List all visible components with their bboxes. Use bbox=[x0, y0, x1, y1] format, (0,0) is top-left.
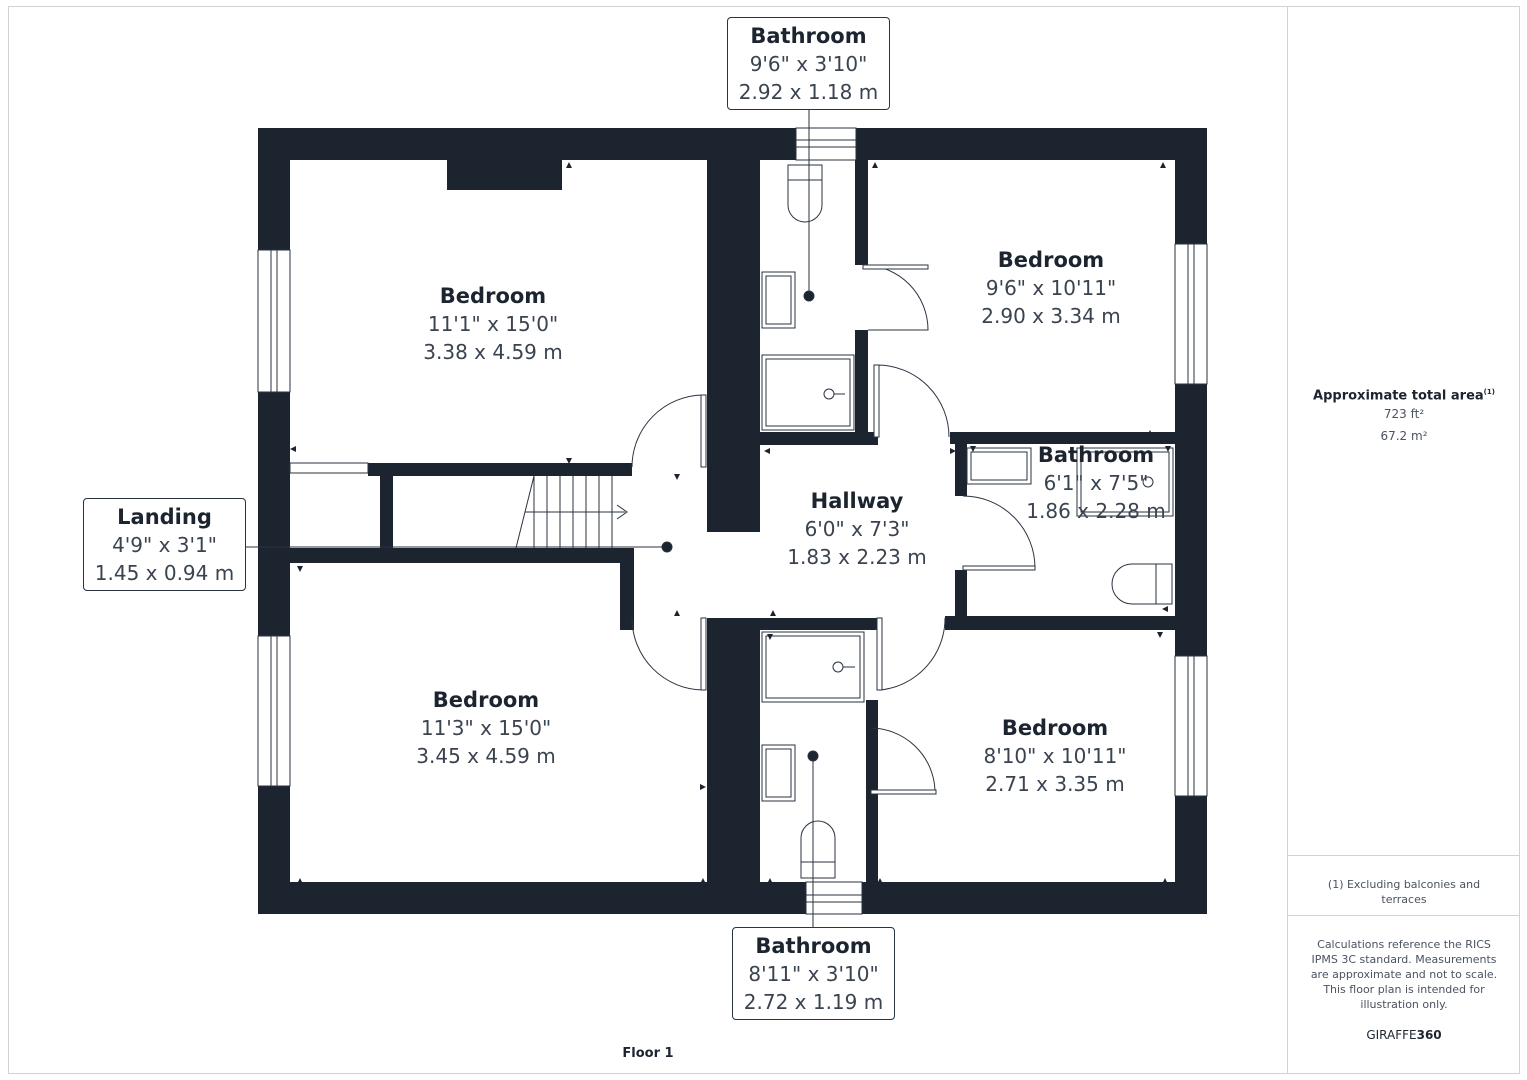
wall-bottom bbox=[258, 882, 1207, 914]
room-bedroom-bottom-right: Bedroom 8'10" x 10'11" 2.71 x 3.35 m bbox=[983, 714, 1126, 798]
dimension-markers bbox=[246, 110, 819, 928]
stairs-arrow bbox=[525, 504, 628, 520]
callout-bathroom-top: Bathroom 9'6" x 3'10" 2.92 x 1.18 m bbox=[727, 17, 890, 110]
callout-name: Bathroom bbox=[750, 24, 867, 48]
window bbox=[805, 881, 863, 915]
doors bbox=[631, 264, 1036, 795]
window bbox=[1174, 655, 1208, 797]
area-sqft: 723 ft² bbox=[1383, 407, 1425, 422]
room-imperial: 6'0" x 7'3" bbox=[804, 517, 910, 541]
partition-wall bbox=[955, 570, 967, 618]
brand-logo: GIRAFFE360 bbox=[1295, 1028, 1513, 1042]
area-note-marker: (1) bbox=[1483, 388, 1495, 396]
chimney-breast bbox=[447, 160, 562, 190]
room-metric: 3.45 x 4.59 m bbox=[416, 744, 556, 768]
window bbox=[257, 249, 291, 393]
window bbox=[1174, 243, 1208, 385]
area-title-text: Approximate total area bbox=[1313, 388, 1484, 404]
room-metric: 2.90 x 3.34 m bbox=[981, 304, 1121, 328]
room-imperial: 11'3" x 15'0" bbox=[420, 716, 552, 740]
floor-label: Floor 1 bbox=[622, 1046, 674, 1061]
room-metric: 3.38 x 4.59 m bbox=[423, 340, 563, 364]
callout-name: Bathroom bbox=[755, 934, 872, 958]
partition-wall bbox=[290, 548, 632, 563]
partition-wall bbox=[380, 463, 393, 548]
callout-bathroom-bottom: Bathroom 8'11" x 3'10" 2.72 x 1.19 m bbox=[732, 927, 895, 1020]
partition-wall bbox=[368, 463, 632, 476]
room-bedroom-top-left: Bedroom 11'1" x 15'0" 3.38 x 4.59 m bbox=[423, 282, 562, 366]
disclaimer: Calculations reference the RICS IPMS 3C … bbox=[1310, 938, 1498, 1011]
room-hallway: Hallway 6'0" x 7'3" 1.83 x 2.23 m bbox=[787, 487, 926, 571]
door-swing bbox=[631, 394, 704, 468]
door-swing bbox=[962, 495, 1036, 569]
room-imperial: 11'1" x 15'0" bbox=[427, 312, 559, 336]
room-metric: 1.83 x 2.23 m bbox=[787, 545, 927, 569]
brand-suffix: 360 bbox=[1416, 1028, 1442, 1042]
fixtures bbox=[761, 164, 1174, 879]
callout-name: Landing bbox=[117, 505, 212, 529]
room-metric: 1.86 x 2.28 m bbox=[1026, 499, 1166, 523]
info-sidebar bbox=[1287, 6, 1520, 1074]
windows bbox=[257, 127, 1208, 915]
area-summary: Approximate total area(1) 723 ft² 67.2 m… bbox=[1295, 388, 1513, 447]
room-imperial: 8'10" x 10'11" bbox=[983, 744, 1127, 768]
plan-frame bbox=[8, 6, 1520, 1074]
toilet bbox=[800, 820, 836, 879]
partition-wall bbox=[945, 616, 1175, 630]
room-metric: 2.71 x 3.35 m bbox=[985, 772, 1125, 796]
wall-top bbox=[258, 128, 1207, 160]
room-name: Hallway bbox=[810, 489, 904, 513]
partition-wall bbox=[950, 432, 1175, 444]
partition-wall bbox=[760, 432, 878, 445]
partition-wall bbox=[955, 432, 967, 496]
door-swing bbox=[631, 617, 704, 691]
callout-metric: 2.72 x 1.19 m bbox=[743, 990, 884, 1014]
callout-landing: Landing 4'9" x 3'1" 1.45 x 0.94 m bbox=[83, 498, 246, 591]
room-name: Bedroom bbox=[1001, 716, 1109, 740]
door-swing bbox=[862, 264, 929, 331]
room-name: Bedroom bbox=[432, 688, 540, 712]
sidebar-divider bbox=[1288, 855, 1520, 856]
door-swing bbox=[879, 617, 946, 691]
room-imperial: 6'1" x 7'5" bbox=[1043, 471, 1149, 495]
partition-wall bbox=[760, 618, 880, 630]
wall-left bbox=[258, 128, 290, 914]
stairs bbox=[515, 475, 628, 549]
window bbox=[795, 127, 857, 161]
partition-wall bbox=[855, 330, 868, 445]
callout-imperial: 4'9" x 3'1" bbox=[112, 533, 217, 557]
area-title: Approximate total area(1) bbox=[1295, 388, 1513, 403]
area-sqm: 67.2 m² bbox=[1380, 429, 1428, 444]
room-bedroom-top-right: Bedroom 9'6" x 10'11" 2.90 x 3.34 m bbox=[981, 246, 1120, 330]
door-swing bbox=[876, 364, 950, 438]
door-swing bbox=[869, 727, 936, 791]
window bbox=[289, 462, 369, 474]
brand-prefix: GIRAFFE bbox=[1366, 1028, 1417, 1042]
partition-wall bbox=[620, 548, 634, 630]
partition-wall bbox=[707, 618, 760, 882]
room-imperial: 9'6" x 10'11" bbox=[985, 276, 1117, 300]
callout-imperial: 8'11" x 3'10" bbox=[748, 962, 879, 986]
room-name: Bathroom bbox=[1037, 443, 1155, 467]
window bbox=[257, 635, 291, 787]
toilet bbox=[1111, 563, 1173, 605]
callout-metric: 2.92 x 1.18 m bbox=[738, 80, 879, 104]
footnote: (1) Excluding balconies and terraces bbox=[1327, 878, 1481, 906]
room-bedroom-bottom-left: Bedroom 11'3" x 15'0" 3.45 x 4.59 m bbox=[416, 686, 555, 770]
room-bathroom-right: Bathroom 6'1" x 7'5" 1.86 x 2.28 m bbox=[1026, 441, 1165, 525]
toilet bbox=[787, 164, 823, 223]
room-name: Bedroom bbox=[997, 248, 1105, 272]
partition-wall bbox=[855, 160, 868, 265]
room-name: Bedroom bbox=[439, 284, 547, 308]
partition-wall bbox=[707, 160, 760, 532]
sidebar-divider bbox=[1288, 915, 1520, 916]
callout-imperial: 9'6" x 3'10" bbox=[749, 52, 868, 76]
callout-metric: 1.45 x 0.94 m bbox=[94, 561, 235, 585]
